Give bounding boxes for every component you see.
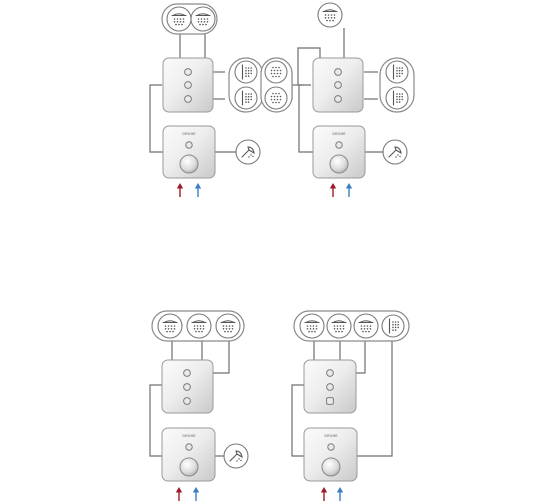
valve-button [334, 95, 342, 103]
body-jet-icon [234, 60, 258, 84]
overhead-shower-icon [190, 6, 216, 32]
diagram-a-overhead-group [161, 3, 218, 35]
diagram-a: GROHE [149, 3, 303, 198]
overhead-shower-icon [299, 313, 325, 339]
overhead-shower-icon [353, 313, 379, 339]
valve-button [326, 397, 334, 405]
valve-button [184, 81, 192, 89]
diagram-d-pipes [291, 340, 393, 457]
hand-shower-icon [223, 443, 249, 469]
temperature-knob [321, 457, 341, 477]
valve-button [183, 369, 191, 377]
cold-supply-arrow-icon [192, 486, 200, 502]
overhead-shower-icon [326, 313, 352, 339]
hot-supply-arrow-icon [175, 486, 183, 502]
overhead-shower-icon [157, 313, 183, 339]
brand-mark: GROHE [182, 434, 196, 438]
valve-button [183, 397, 191, 405]
diagram-d-thermostat: GROHE [303, 427, 358, 482]
cold-supply-arrow-icon [345, 182, 353, 198]
diagram-c-pipes [149, 340, 230, 457]
diagram-b-thermostat: GROHE [312, 125, 366, 179]
body-jet-icon [385, 86, 409, 110]
hot-supply-arrow-icon [176, 182, 184, 198]
side-shower-icon [381, 314, 405, 338]
hand-shower-icon [235, 139, 261, 165]
diagram-c-overhead-group [151, 310, 245, 342]
cold-supply-arrow-icon [336, 486, 344, 502]
valve-button [184, 95, 192, 103]
diagram-b-controller [312, 57, 364, 113]
overhead-shower-icon [186, 313, 212, 339]
diagram-d: GROHE [291, 310, 410, 502]
diagram-b-jets-group [379, 57, 415, 113]
round-jet-icon [264, 86, 288, 110]
diagram-d-controller [303, 359, 357, 414]
temperature-knob [179, 457, 199, 477]
hot-supply-arrow-icon [329, 182, 337, 198]
valve-button [334, 81, 342, 89]
round-jet-icon [264, 60, 288, 84]
overhead-shower-icon [215, 313, 241, 339]
body-jet-icon [385, 60, 409, 84]
diagram-b: GROHE [297, 2, 415, 198]
brand-mark: GROHE [324, 434, 338, 438]
diagram-c-controller [161, 359, 214, 414]
brand-mark: GROHE [332, 132, 346, 136]
hot-supply-arrow-icon [320, 486, 328, 502]
diagram-a-thermostat: GROHE [162, 125, 216, 179]
overhead-shower-icon [166, 6, 192, 32]
diagram-a-spray-group [260, 57, 293, 113]
diagram-b-pipes [297, 28, 383, 153]
valve-button [183, 383, 191, 391]
diagram-a-controller [162, 57, 214, 113]
valve-button [334, 68, 342, 76]
valve-button [326, 383, 334, 391]
hand-shower-icon [382, 139, 408, 165]
valve-button [184, 68, 192, 76]
cold-supply-arrow-icon [194, 182, 202, 198]
overhead-shower-icon [317, 2, 343, 28]
temperature-knob [329, 154, 349, 174]
temperature-knob [179, 154, 199, 174]
diagram-a-jets-group [228, 57, 264, 113]
brand-mark: GROHE [182, 132, 196, 136]
diagram-c: GROHE [149, 310, 249, 502]
diagram-d-overhead-group [293, 310, 410, 342]
valve-button [326, 369, 334, 377]
body-jet-icon [234, 86, 258, 110]
diagram-c-thermostat: GROHE [161, 427, 216, 482]
